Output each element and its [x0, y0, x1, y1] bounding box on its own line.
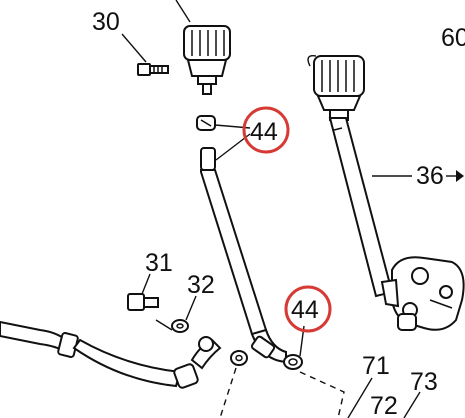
arrow-right-icon	[446, 170, 464, 182]
washer-32	[171, 295, 197, 333]
reservoir-right	[307, 55, 365, 121]
highlight-circle-bottom	[284, 285, 332, 333]
brake-caliper	[380, 256, 465, 331]
callout-36: 36	[416, 162, 444, 190]
hose-left	[200, 147, 287, 364]
lower-hose	[0, 319, 222, 389]
dashed-leaders	[219, 367, 421, 418]
highlight-circle-top	[242, 106, 290, 154]
callout-44-bottom: 44	[291, 296, 319, 324]
callout-30: 30	[92, 8, 120, 36]
callout-71: 71	[362, 352, 390, 380]
callout-44-top: 44	[250, 118, 278, 146]
callout-72: 72	[370, 392, 398, 418]
bolt-30	[121, 33, 169, 76]
hose-clamp-bottom	[283, 325, 305, 370]
callout-60: 60	[441, 24, 465, 52]
washer-lower	[230, 350, 248, 366]
callout-32: 32	[187, 271, 215, 299]
callout-73: 73	[410, 368, 438, 396]
banjo-bolt-31	[127, 273, 159, 311]
reservoir-left	[175, 0, 231, 95]
callout-31: 31	[145, 249, 173, 277]
